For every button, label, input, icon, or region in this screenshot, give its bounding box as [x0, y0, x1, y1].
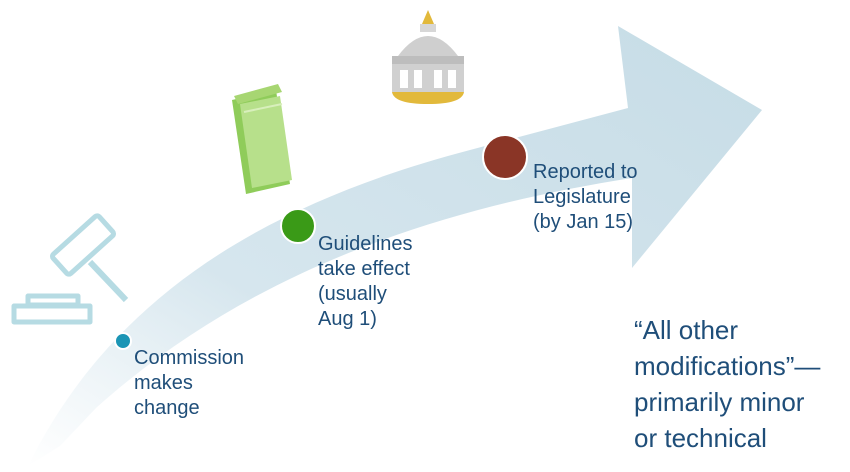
capitol-dome-icon — [392, 10, 464, 104]
step-marker-legislature — [482, 134, 528, 180]
step-label-guidelines: Guidelines take effect (usually Aug 1) — [318, 233, 413, 330]
book-icon — [232, 84, 292, 194]
step-label-legislature: Reported to Legislature (by Jan 15) — [533, 161, 638, 233]
timeline-arrow — [28, 26, 762, 466]
modifications-note: “All other modifications”— primarily min… — [634, 315, 821, 453]
step-label-commission: Commission makes change — [134, 347, 245, 419]
step-marker-commission — [114, 332, 132, 350]
gavel-icon — [11, 213, 129, 325]
step-marker-guidelines — [280, 208, 316, 244]
